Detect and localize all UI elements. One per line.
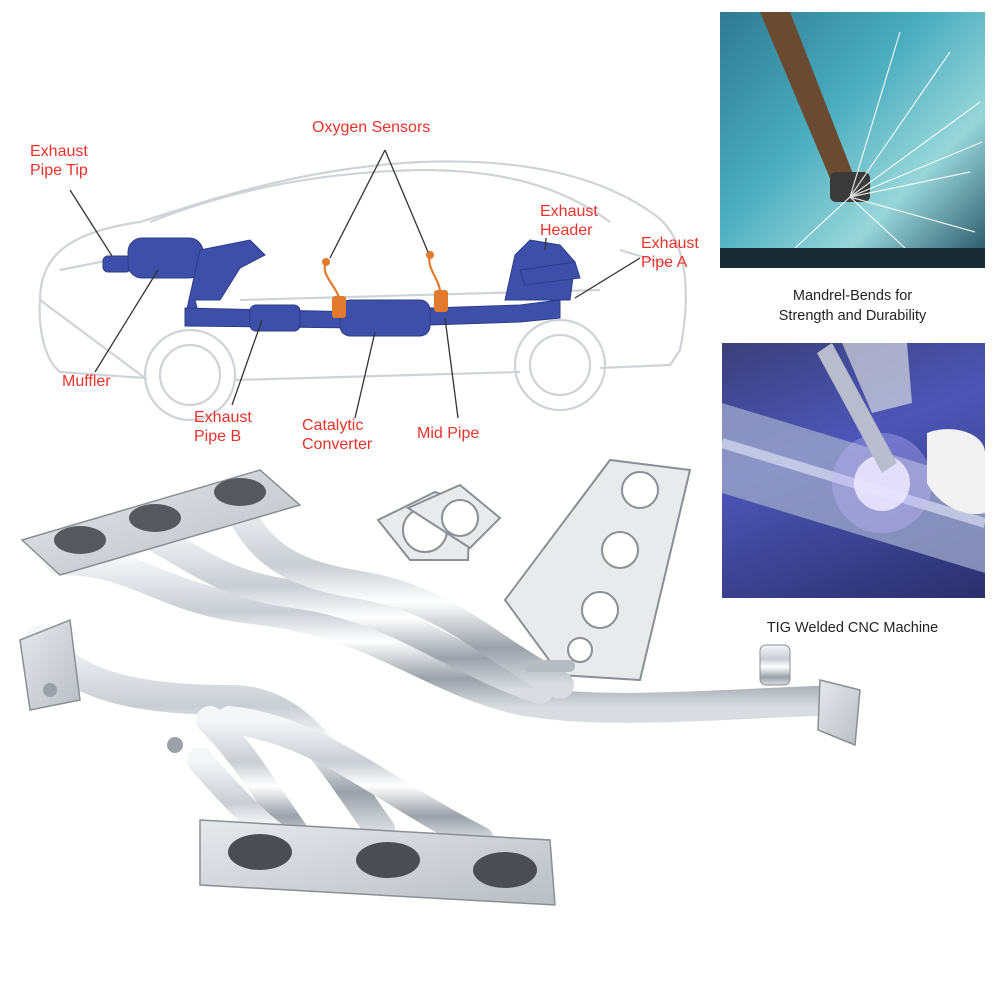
- tig-caption: TIG Welded CNC Machine: [766, 620, 939, 636]
- label-oxygen-sensors: Oxygen Sensors: [312, 119, 431, 136]
- header-upper-assembly: [20, 469, 861, 747]
- header-lower-assembly: [19, 618, 556, 906]
- label-exhaust-pipe-b: Exhaust Pipe B: [194, 409, 252, 445]
- catalytic-converter-part: [339, 299, 431, 337]
- mid-pipe-part: [429, 299, 561, 326]
- label-mid-pipe: Mid Pipe: [417, 425, 480, 442]
- manifold-gasket: [503, 458, 692, 682]
- label-exhaust-pipe-tip: Exhaust Pipe Tip: [30, 143, 88, 179]
- leader-lines: [69, 149, 641, 419]
- label-exhaust-pipe-a: Exhaust Pipe A: [641, 235, 699, 271]
- exhaust-system: [102, 237, 581, 337]
- muffler-part: [127, 237, 204, 279]
- label-catalytic-converter: Catalytic Converter: [302, 417, 373, 453]
- mandrel-caption: Mandrel-Bends for Strength and Durabilit…: [778, 288, 927, 324]
- gasket-set: [376, 458, 692, 682]
- label-exhaust-header: Exhaust Header: [540, 203, 598, 239]
- tig-weld-photo: [722, 343, 985, 598]
- mandrel-bend-photo: [720, 12, 985, 268]
- oxygen-sensor-parts: [322, 251, 448, 318]
- exhaust-tip-part: [102, 255, 132, 273]
- label-muffler: Muffler: [62, 373, 111, 390]
- car-outline: [38, 160, 687, 422]
